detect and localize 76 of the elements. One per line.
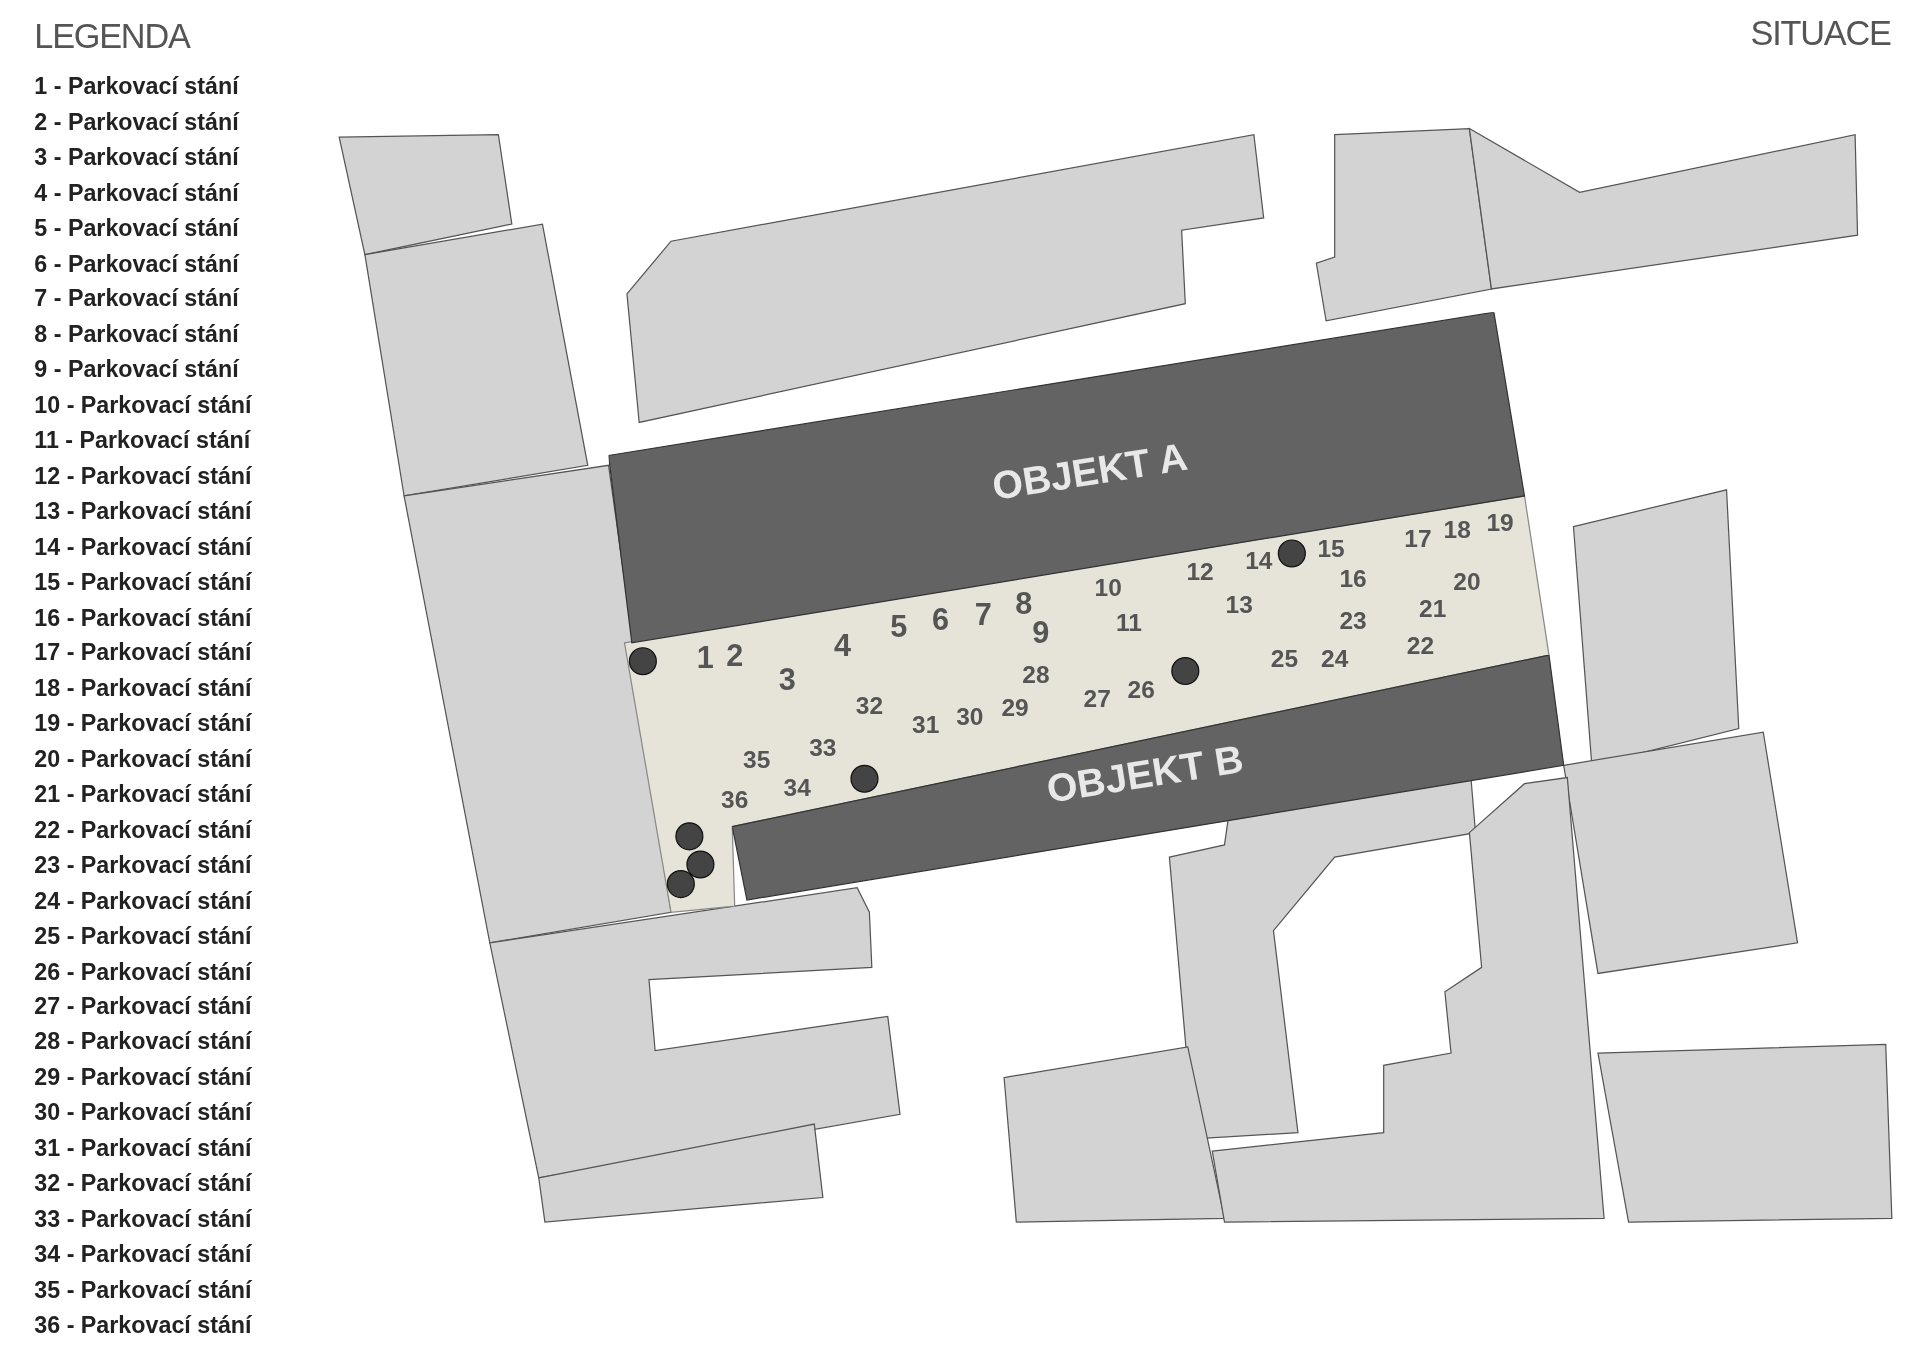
legend-entry: 20 - Parkovací stání [34,745,252,773]
legend-entry: 23 - Parkovací stání [34,852,252,879]
legend-entry: 21 - Parkovací stání [34,781,252,809]
legend-entry: 17 - Parkovací stání [34,639,252,667]
legend-entry: 25 - Parkovací stání [34,922,252,950]
parking-space-number: 36 [721,787,749,812]
parking-space-number: 35 [743,746,771,772]
parking-space-number: 17 [1404,526,1432,551]
building-label: OBJEKT A [989,436,1190,507]
legend-entry: 9 - Parkovací stání [34,356,239,384]
legend-entry: 10 - Parkovací stání [34,391,252,419]
legend-entry: 34 - Parkovací stání [34,1241,252,1269]
parking-space-number: 13 [1225,592,1253,618]
parking-space-number: 1 [696,642,714,673]
parking-space-number: 4 [833,630,851,661]
parking-space-number: 8 [1015,588,1033,619]
parking-space-number: 10 [1094,575,1122,600]
legend-entry: 1 - Parkovací stání [34,73,239,101]
legend-entry: 3 - Parkovací stání [34,144,239,172]
legend-heading: LEGENDA [34,17,190,57]
parking-space-number: 30 [956,704,984,729]
parking-space-number: 2 [726,639,744,671]
legend-entry: 35 - Parkovací stání [34,1276,252,1304]
parking-space-number: 7 [974,599,992,630]
legend-entry: 36 - Parkovací stání [34,1312,252,1339]
parking-space-number: 22 [1406,633,1435,658]
legend-entry: 30 - Parkovací stání [34,1099,252,1127]
parking-space-number: 27 [1083,685,1111,711]
legend-entry: 32 - Parkovací stání [34,1170,252,1198]
legend-entry: 15 - Parkovací stání [34,568,252,596]
legend-entry: 19 - Parkovací stání [34,710,252,738]
parking-space-number: 33 [809,734,837,760]
parking-space-number: 21 [1419,596,1447,621]
parking-space-number: 6 [931,604,949,635]
legend-entry: 24 - Parkovací stání [34,887,252,915]
parking-space-number: 26 [1127,677,1155,702]
legend-entry: 5 - Parkovací stání [34,215,239,242]
legend-entry: 6 - Parkovací stání [34,250,239,278]
parking-space-number: 31 [912,712,940,738]
parking-space-number: 32 [855,693,883,718]
legend-entry: 28 - Parkovací stání [34,1028,252,1056]
legend-entry: 11 - Parkovací stání [34,427,251,455]
legend-entry: 4 - Parkovací stání [34,179,239,207]
parking-space-number: 20 [1453,569,1481,594]
legend-entry: 16 - Parkovací stání [34,604,252,632]
parking-space-number: 16 [1339,565,1367,591]
legend-entry: 18 - Parkovací stání [34,675,252,702]
parking-space-number: 19 [1486,510,1514,536]
legend-entry: 14 - Parkovací stání [34,533,252,561]
parking-space-number: 34 [783,775,811,800]
legend-entry: 8 - Parkovací stání [34,321,239,349]
legend-entry: 33 - Parkovací stání [34,1205,252,1233]
parking-space-number: 29 [1001,695,1029,720]
parking-space-number: 5 [890,611,908,643]
parking-space-number: 3 [778,664,796,695]
parking-space-number: 24 [1321,646,1349,671]
parking-space-number: 18 [1443,516,1471,542]
legend-entry: 27 - Parkovací stání [34,993,252,1021]
building-label: OBJEKT B [1044,739,1246,809]
legend-entry: 29 - Parkovací stání [34,1064,252,1092]
parking-space-number: 28 [1022,662,1050,687]
parking-space-number: 23 [1339,608,1367,634]
legend-entry: 26 - Parkovací stání [34,958,252,986]
parking-space-number: 14 [1245,548,1273,574]
legend-entry: 31 - Parkovací stání [34,1135,252,1163]
parking-space-number: 9 [1032,617,1050,649]
legend-entry: 7 - Parkovací stání [34,285,239,313]
title: SITUACE [1750,14,1891,54]
parking-space-number: 25 [1270,646,1299,671]
legend-entry: 22 - Parkovací stání [34,816,252,844]
legend-entry: 12 - Parkovací stání [34,462,252,490]
parking-space-number: 15 [1317,536,1345,561]
legend-entry: 13 - Parkovací stání [34,498,252,526]
parking-space-number: 12 [1186,559,1214,585]
parking-space-number: 11 [1116,609,1142,635]
legend-entry: 2 - Parkovací stání [34,108,239,136]
